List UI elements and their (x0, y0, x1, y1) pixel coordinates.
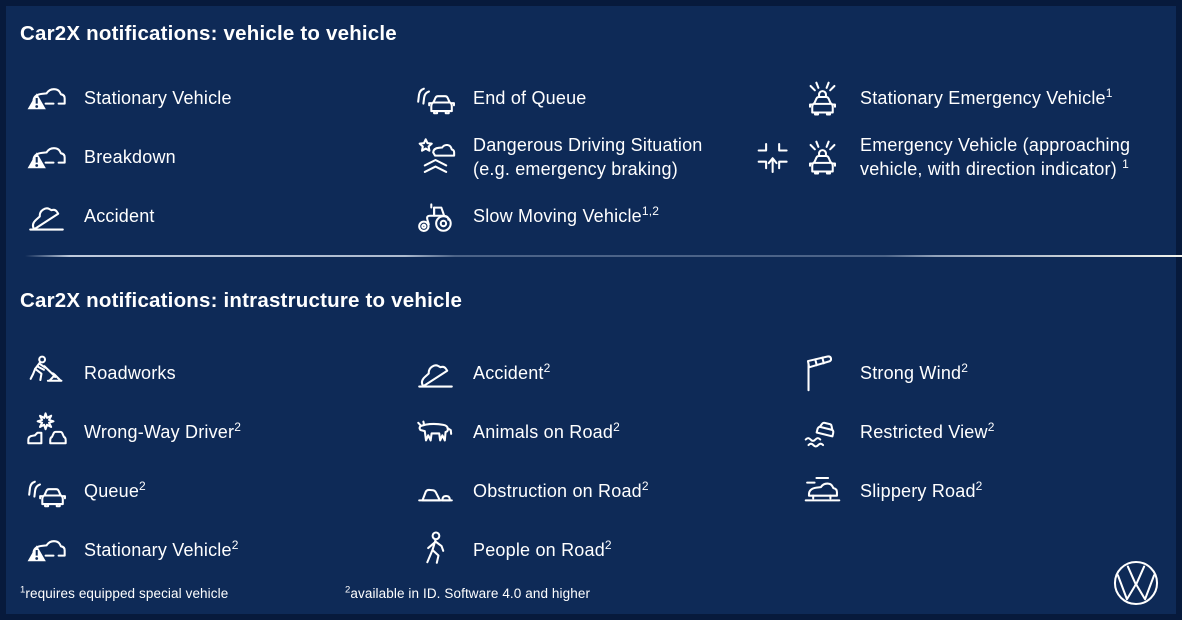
notification-label: Animals on Road2 (473, 419, 620, 442)
notification-label: Slippery Road2 (860, 478, 983, 501)
notification-label: Queue2 (84, 478, 146, 501)
section1-column1: Stationary Vehicle Breakdown Accident (24, 69, 232, 246)
car-queue-icon (413, 77, 457, 121)
rocks-icon (413, 470, 457, 514)
tilted-car-icon (413, 352, 457, 396)
notification-label: Restricted View2 (860, 419, 995, 442)
tilted-car-icon (24, 195, 68, 239)
notification-item: End of Queue (413, 69, 703, 128)
car-warning-triangle-icon (24, 529, 68, 573)
notification-item: Accident (24, 187, 232, 246)
notification-label: Roadworks (84, 362, 176, 383)
notification-item: Accident2 (413, 344, 649, 403)
notification-label: Stationary Emergency Vehicle1 (860, 85, 1113, 108)
notification-label: People on Road2 (473, 537, 612, 560)
notification-item: Breakdown (24, 128, 232, 187)
cow-icon (413, 411, 457, 455)
windsock-icon (800, 352, 844, 396)
notification-item: Queue2 (24, 462, 241, 521)
car-warning-triangle-icon (24, 136, 68, 180)
car-in-fog-icon (800, 411, 844, 455)
pedestrian-icon (413, 529, 457, 573)
notification-label: Stationary Vehicle (84, 87, 232, 108)
car-warning-triangle-icon (24, 77, 68, 121)
collision-star-car-icon (413, 136, 457, 180)
notification-label: Breakdown (84, 146, 176, 167)
notification-item: Animals on Road2 (413, 403, 649, 462)
notification-item: Slippery Road2 (800, 462, 995, 521)
notification-item: Stationary Vehicle (24, 69, 232, 128)
notification-label: End of Queue (473, 87, 587, 108)
notification-item: Obstruction on Road2 (413, 462, 649, 521)
notification-item: Roadworks (24, 344, 241, 403)
notification-label: Stationary Vehicle2 (84, 537, 239, 560)
notification-label: Obstruction on Road2 (473, 478, 649, 501)
notification-label: Accident (84, 205, 155, 226)
section-title-infrastructure-to-vehicle: Car2X notifications: intrastructure to v… (20, 289, 463, 312)
lane-direction-arrow-icon (752, 136, 796, 180)
footnote-2: 2available in ID. Software 4.0 and highe… (345, 584, 591, 601)
section-title-vehicle-to-vehicle: Car2X notifications: vehicle to vehicle (20, 22, 397, 45)
notification-item: Slow Moving Vehicle1,2 (413, 187, 703, 246)
emergency-light-car-icon (800, 77, 844, 121)
emergency-light-car-icon (800, 136, 844, 180)
section2-column2: Accident2 Animals on Road2 Obstruction o… (413, 344, 649, 580)
notification-item: Stationary Vehicle2 (24, 521, 241, 580)
notification-item: Restricted View2 (800, 403, 995, 462)
notification-label: Accident2 (473, 360, 551, 383)
roadworks-digger-icon (24, 352, 68, 396)
notification-label: Slow Moving Vehicle1,2 (473, 203, 660, 226)
notification-label: Strong Wind2 (860, 360, 969, 383)
icon-slot-empty (752, 77, 796, 121)
section-divider (25, 255, 1182, 257)
notification-label: Wrong-Way Driver2 (84, 419, 242, 442)
section1-column3: Stationary Emergency Vehicle1 Emergency … (752, 69, 1168, 187)
notification-item: Strong Wind2 (800, 344, 995, 403)
car-skid-icon (800, 470, 844, 514)
section2-column1: Roadworks Wrong-Way Driver2 Queue2 Stati… (24, 344, 241, 580)
footnote-1: 1requires equipped special vehicle (20, 584, 229, 601)
notification-item: People on Road2 (413, 521, 649, 580)
car-queue-icon (24, 470, 68, 514)
section2-column3: Strong Wind2 Restricted View2 Slippery R… (800, 344, 995, 521)
notification-item: Dangerous Driving Situation (e.g. emerge… (413, 128, 703, 187)
section1-column2: End of Queue Dangerous Driving Situation… (413, 69, 703, 246)
vw-logo (1112, 559, 1160, 607)
notification-label: Emergency Vehicle (approaching vehicle, … (860, 134, 1131, 179)
tractor-icon (413, 195, 457, 239)
notification-item: Wrong-Way Driver2 (24, 403, 241, 462)
notification-item: Stationary Emergency Vehicle1 (752, 69, 1168, 128)
head-on-collision-icon (24, 411, 68, 455)
notification-label: Dangerous Driving Situation (e.g. emerge… (473, 134, 703, 179)
notification-item: Emergency Vehicle (approaching vehicle, … (752, 128, 1168, 187)
